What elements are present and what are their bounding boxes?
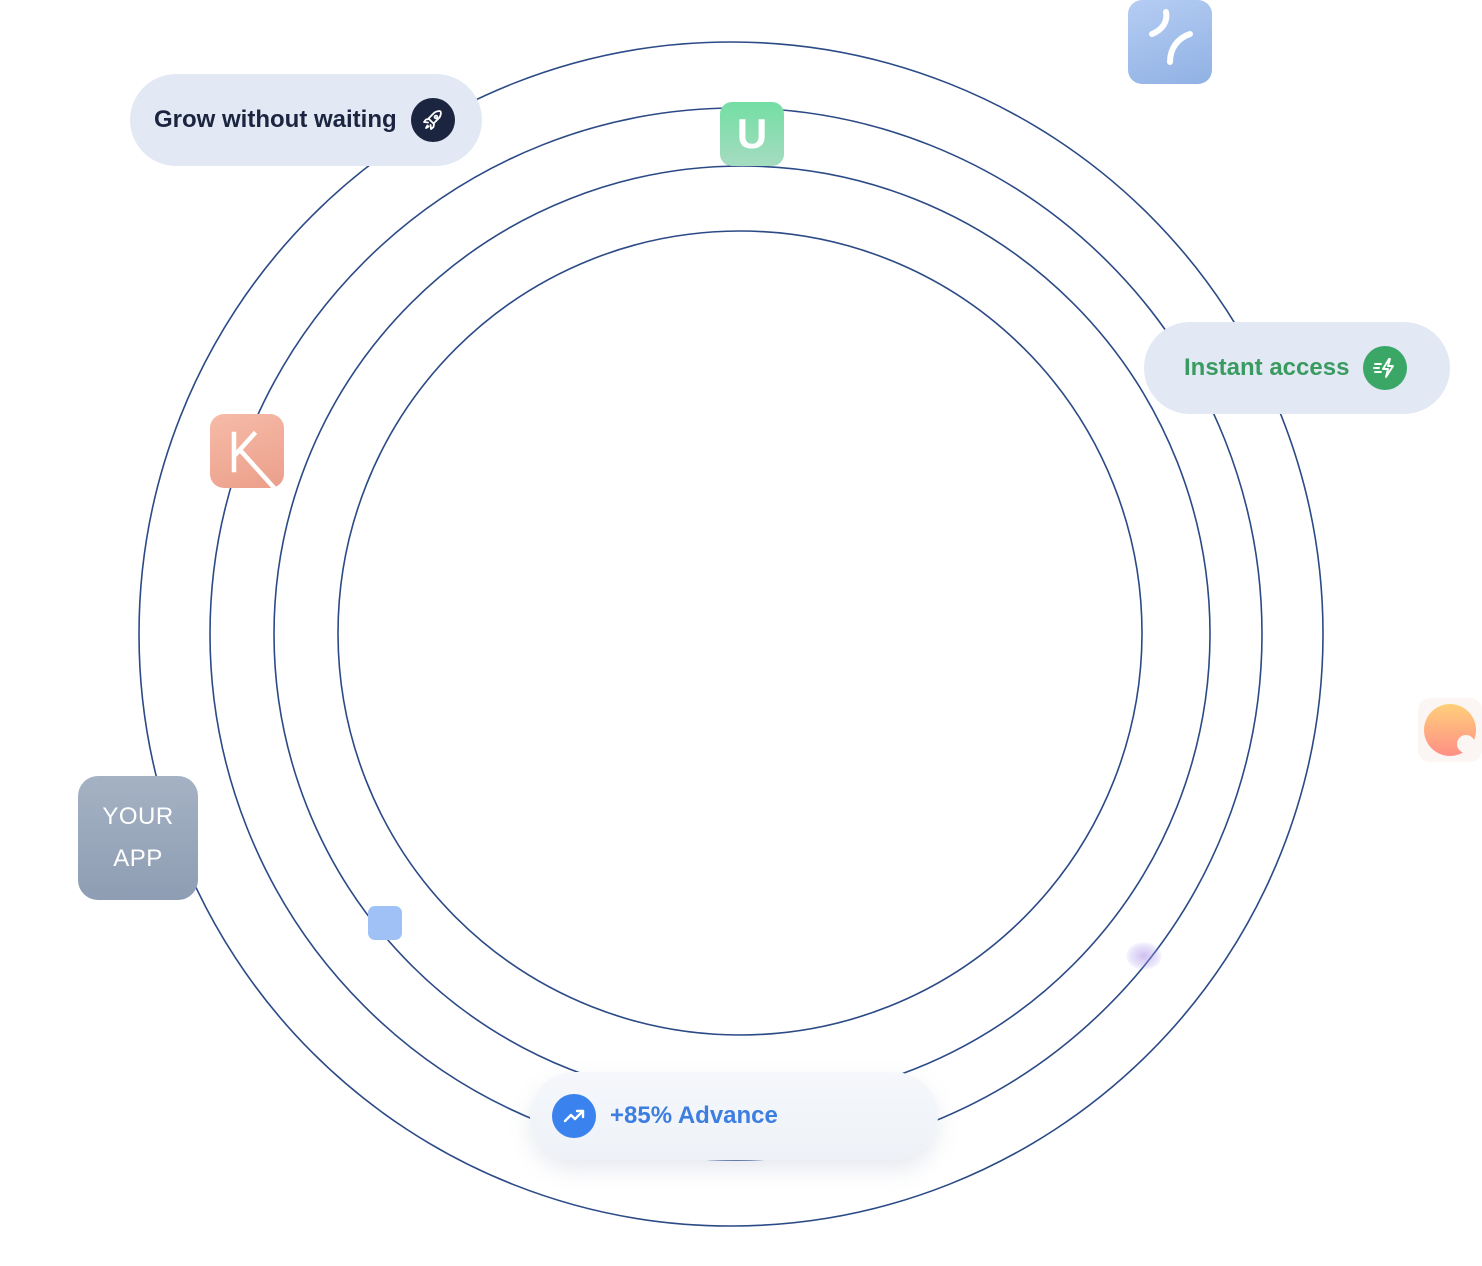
- grow-badge-label: Grow without waiting: [154, 106, 397, 133]
- your-app-line2: APP: [113, 845, 163, 872]
- orbit-ring-outer: [138, 41, 1324, 1227]
- swoosh-logo-icon: [1149, 9, 1193, 65]
- k-logo-icon: [231, 430, 278, 488]
- orbit-ring-inner: [337, 230, 1143, 1036]
- trending-up-icon: [552, 1094, 596, 1138]
- orbit-ring-second: [209, 107, 1263, 1161]
- instant-badge-label: Instant access: [1184, 354, 1350, 381]
- sun-logo-icon: [1424, 704, 1476, 756]
- advance-badge: +85% Advance: [530, 1072, 938, 1160]
- blurred-dot: [1126, 942, 1162, 970]
- rocket-icon: [410, 98, 455, 142]
- u-app-letter: U: [736, 110, 768, 157]
- your-app-line1: YOUR: [102, 803, 174, 830]
- sun-app-tile: [1418, 698, 1482, 762]
- grow-without-waiting-badge: Grow without waiting: [130, 74, 482, 166]
- your-app-tile: YOUR APP: [78, 776, 198, 900]
- fast-bolt-icon: [1363, 346, 1408, 390]
- small-blue-tile: [368, 906, 402, 940]
- k-app-tile: [210, 414, 284, 488]
- orbit-ring-third: [273, 165, 1211, 1103]
- blue-app-tile: [1128, 0, 1212, 84]
- u-app-tile: U: [720, 102, 784, 166]
- instant-access-badge: Instant access: [1144, 322, 1450, 414]
- advance-badge-label: +85% Advance: [610, 1102, 778, 1129]
